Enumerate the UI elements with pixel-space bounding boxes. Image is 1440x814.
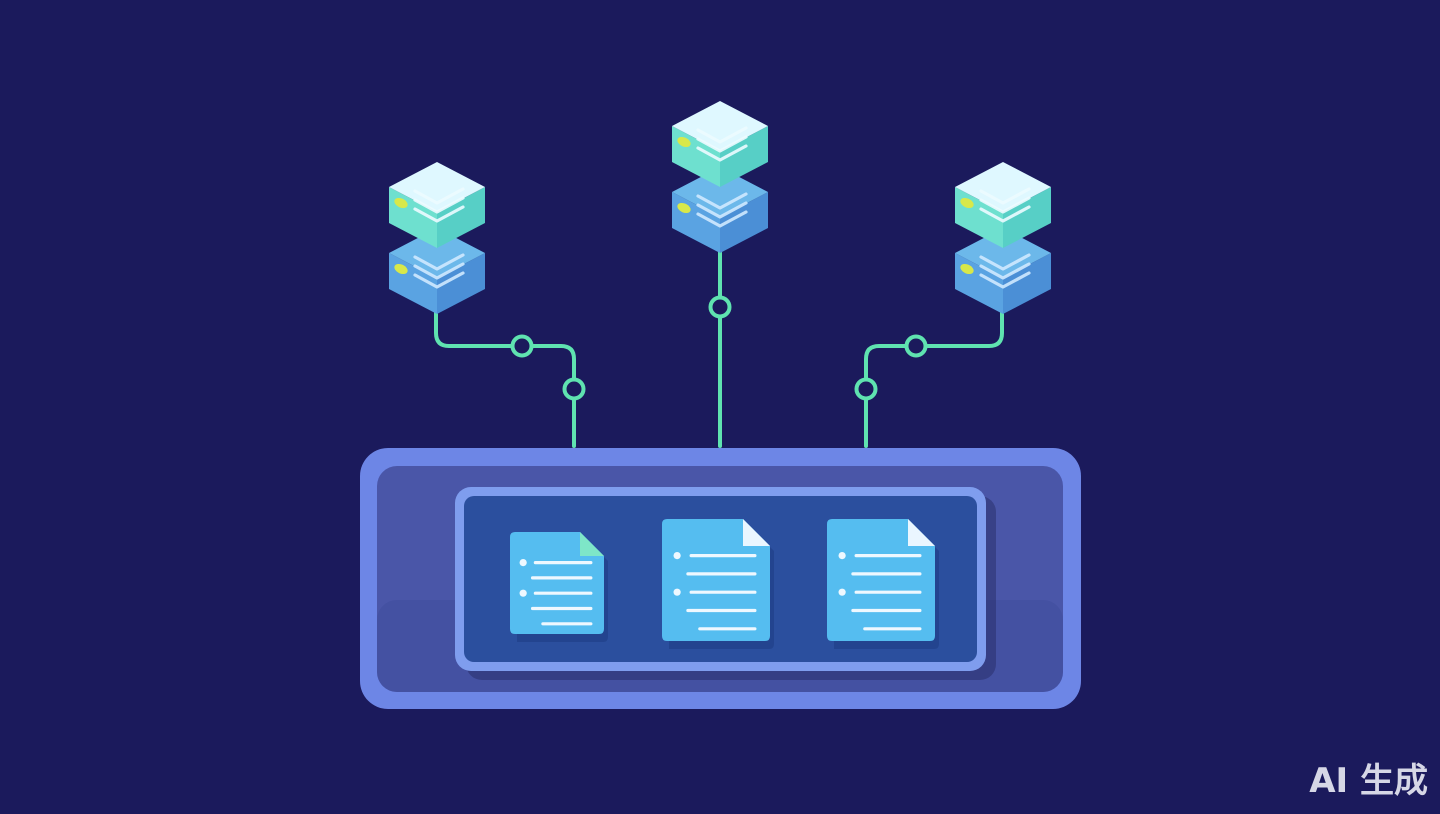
connector-node	[562, 377, 586, 401]
server-layer-bottom	[672, 167, 768, 253]
server-side-right	[437, 253, 485, 314]
server-slot-line	[696, 126, 748, 144]
document-1	[510, 532, 608, 642]
storage-container	[360, 448, 1081, 709]
server-side-right	[720, 126, 768, 187]
server-led	[677, 202, 691, 214]
document-bullet	[673, 552, 681, 560]
document-bullet	[838, 588, 846, 596]
document-folded-corner	[580, 532, 604, 556]
server-layer-bottom	[389, 228, 485, 314]
server-group	[389, 101, 1051, 314]
server-slot-line	[979, 205, 1031, 223]
server-led	[394, 263, 408, 275]
connector-node	[510, 334, 534, 358]
connector-right	[864, 294, 1004, 448]
server-slot-line	[979, 253, 1031, 271]
server-slot-line	[413, 262, 465, 280]
server-side-right	[437, 187, 485, 248]
database-server-icon	[955, 162, 1051, 314]
server-slot-line	[979, 196, 1031, 214]
server-slot-line	[413, 205, 465, 223]
connector-left	[434, 294, 576, 448]
server-slot-line	[413, 271, 465, 289]
server-led	[960, 197, 974, 209]
ai-generated-watermark: AI 生成	[1309, 761, 1428, 801]
database-server-icon	[389, 162, 485, 314]
server-layer-top	[955, 162, 1051, 248]
server-right	[955, 162, 1051, 314]
server-slot-line	[413, 187, 465, 205]
server-slot-line	[979, 271, 1031, 289]
document-folded-corner	[908, 519, 935, 546]
database-server-icon	[672, 101, 768, 253]
document-bullet	[519, 559, 527, 567]
document-bullet	[673, 588, 681, 596]
server-slot-line	[979, 262, 1031, 280]
document-folded-corner	[743, 519, 770, 546]
document-bullet	[519, 589, 527, 597]
document-icon	[662, 519, 774, 649]
server-slot-line	[696, 210, 748, 228]
server-led	[394, 197, 408, 209]
server-slot-line	[696, 201, 748, 219]
server-slot-line	[413, 253, 465, 271]
server-side-right	[1003, 187, 1051, 248]
document-icon	[510, 532, 608, 642]
server-slot-line	[696, 144, 748, 162]
document-2	[662, 519, 774, 649]
server-layer-top	[389, 162, 485, 248]
document-icon	[827, 519, 939, 649]
server-slot-line	[696, 192, 748, 210]
server-layer-bottom	[955, 228, 1051, 314]
connector-lines	[434, 234, 1004, 448]
connector-node	[708, 295, 732, 319]
server-slot-line	[979, 187, 1031, 205]
document-3	[827, 519, 939, 649]
server-side-right	[720, 192, 768, 253]
server-slot-line	[696, 135, 748, 153]
server-led	[677, 136, 691, 148]
server-left	[389, 162, 485, 314]
connector-node	[854, 377, 878, 401]
server-led	[960, 263, 974, 275]
server-center	[672, 101, 768, 253]
server-layer-top	[672, 101, 768, 187]
server-side-right	[1003, 253, 1051, 314]
server-slot-line	[413, 196, 465, 214]
document-bullet	[838, 552, 846, 560]
connector-node	[904, 334, 928, 358]
